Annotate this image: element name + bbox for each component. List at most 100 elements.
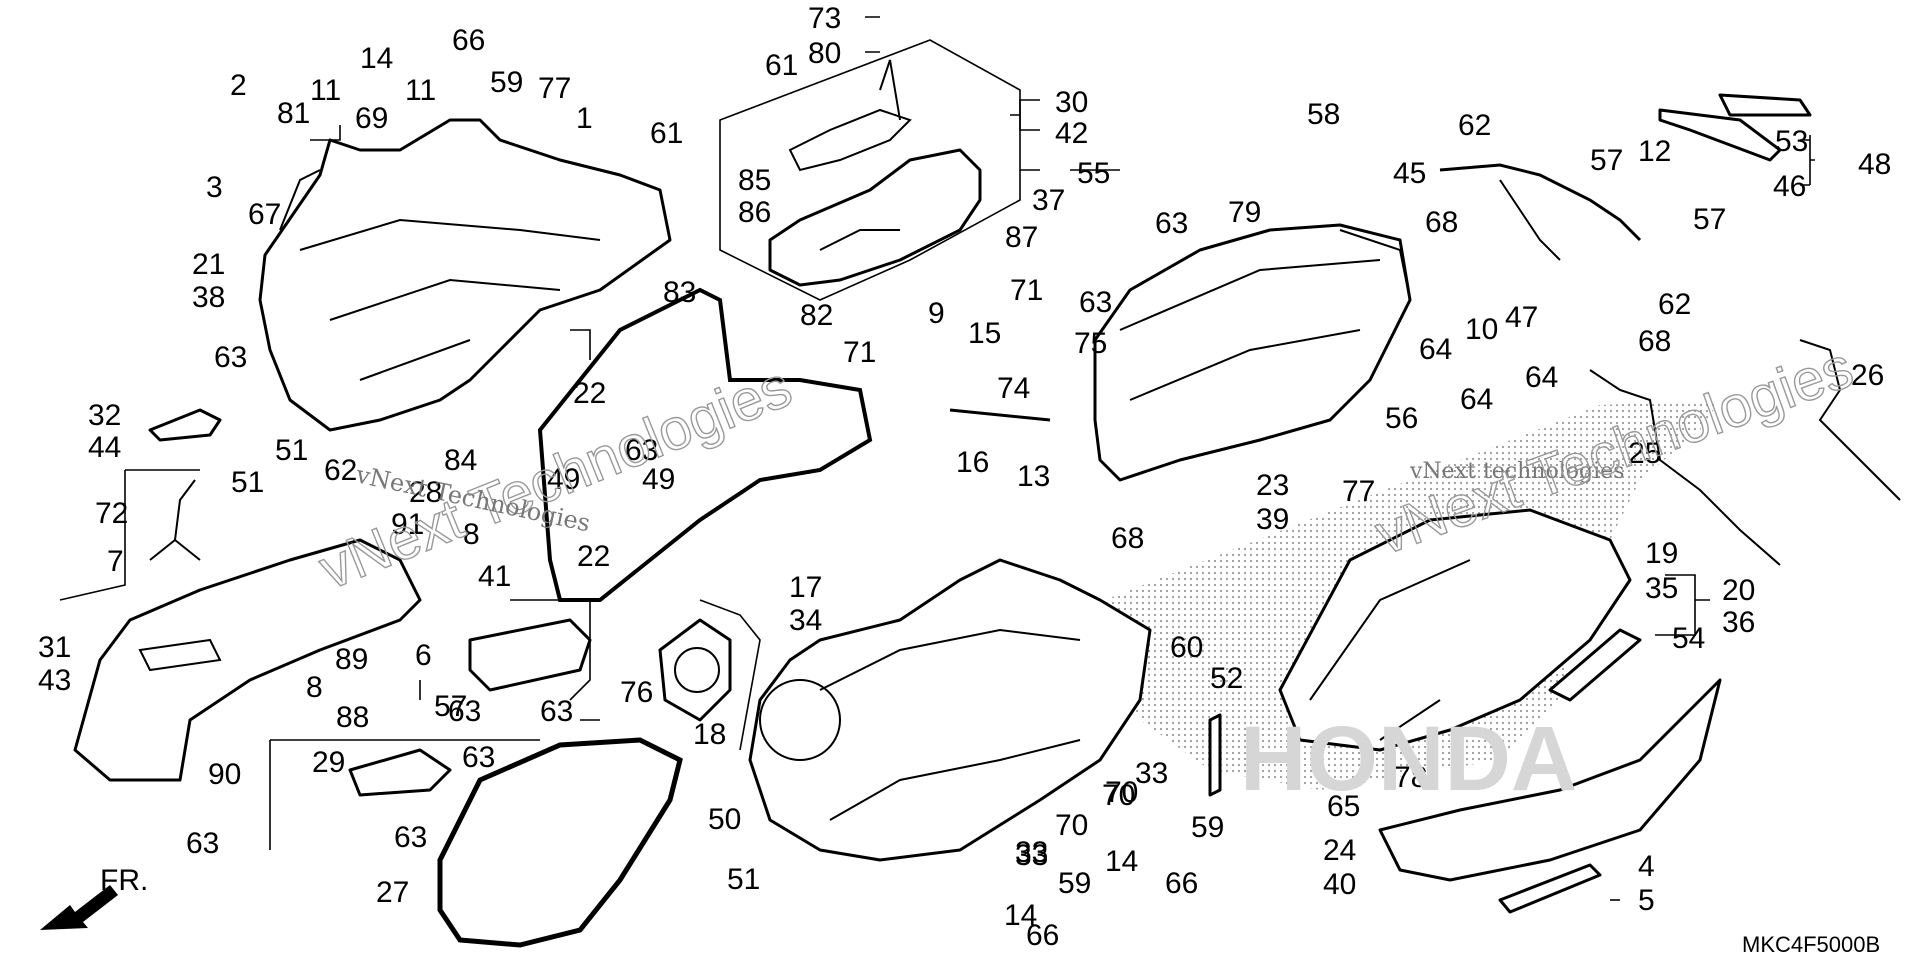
callout-27: 27: [376, 876, 409, 909]
callout-71: 71: [1010, 274, 1043, 307]
leader-lines: [59, 16, 1815, 901]
callout-81: 81: [277, 97, 310, 130]
callout-76: 76: [620, 676, 653, 709]
callout-13: 13: [1017, 460, 1050, 493]
callout-50: 50: [708, 803, 741, 836]
callout-78: 78: [1394, 761, 1427, 794]
part-emblem-53: [1718, 93, 1812, 117]
callout-52: 52: [1210, 662, 1243, 695]
callout-37: 37: [1032, 184, 1065, 217]
callout-61: 61: [650, 117, 683, 150]
callout-62: 62: [1458, 109, 1491, 142]
watermark-text-4: vNext Technologies: [1367, 334, 1861, 567]
callout-84: 84: [444, 444, 477, 477]
callout-46: 46: [1773, 170, 1806, 203]
callout-83: 83: [663, 276, 696, 309]
part-trim-46: [1658, 108, 1782, 162]
callout-57: 57: [1590, 144, 1623, 177]
callout-3: 3: [206, 171, 223, 204]
callout-24: 24: [1323, 834, 1356, 867]
callout-21: 21: [192, 248, 225, 281]
callout-64: 64: [1460, 383, 1493, 416]
callout-36: 36: [1722, 606, 1755, 639]
callout-8: 8: [463, 518, 480, 551]
brand-watermark: HONDA: [1240, 708, 1577, 810]
direction-label: FR.: [100, 864, 148, 897]
callout-61: 61: [765, 49, 798, 82]
callout-63: 63: [462, 741, 495, 774]
callout-53: 53: [1775, 125, 1808, 158]
part-lock-mechanism: [768, 59, 982, 287]
callout-14: 14: [1004, 899, 1037, 932]
callout-79: 79: [1228, 196, 1261, 229]
callout-22: 22: [573, 377, 606, 410]
callout-14: 14: [360, 42, 393, 75]
direction-arrow-fr: FR.: [40, 864, 148, 930]
callout-12: 12: [1638, 135, 1671, 168]
callout-11: 11: [310, 74, 341, 107]
callout-47: 47: [1505, 301, 1538, 334]
callout-25: 25: [1628, 437, 1661, 470]
callout-68: 68: [1111, 522, 1144, 555]
callout-14: 14: [1105, 845, 1138, 878]
group-frame-mechanism: [719, 39, 1021, 301]
callout-74: 74: [997, 372, 1030, 405]
callout-59: 59: [1191, 811, 1224, 844]
part-inner-cover-left: [73, 538, 422, 782]
callout-68: 68: [1638, 325, 1671, 358]
callout-33: 33: [1015, 839, 1048, 872]
callout-42: 42: [1055, 117, 1088, 150]
callout-57: 57: [1693, 203, 1726, 236]
callout-91: 91: [391, 508, 424, 541]
callout-43: 43: [38, 664, 71, 697]
callout-45: 45: [1393, 157, 1426, 190]
callout-49: 49: [642, 463, 675, 496]
part-seal-27: [437, 737, 683, 948]
callout-6: 6: [415, 639, 432, 672]
part-plate-41: [468, 618, 592, 692]
callout-33: 33: [1015, 836, 1048, 869]
callout-64: 64: [1419, 333, 1452, 366]
callout-32: 32: [88, 399, 121, 432]
part-emblem-4: [1498, 863, 1602, 914]
callout-59: 59: [1058, 867, 1091, 900]
callout-63: 63: [214, 341, 247, 374]
callout-44: 44: [88, 431, 121, 464]
callout-69: 69: [355, 102, 388, 135]
part-cable-26: [1799, 339, 1901, 501]
callout-62: 62: [324, 454, 357, 487]
callout-90: 90: [208, 758, 241, 791]
callout-33: 33: [1135, 757, 1168, 790]
callout-63: 63: [540, 695, 573, 728]
callout-70: 70: [1105, 776, 1138, 809]
callout-63: 63: [625, 434, 658, 467]
callout-51: 51: [727, 863, 760, 896]
callout-8: 8: [306, 671, 323, 704]
part-emblem-54: [1548, 628, 1642, 702]
callout-73: 73: [808, 2, 841, 35]
callout-75: 75: [1074, 327, 1107, 360]
callout-11: 11: [405, 74, 436, 107]
part-cap-32: [148, 408, 222, 442]
callout-49: 49: [547, 463, 580, 496]
callout-17: 17: [789, 571, 822, 604]
callout-63: 63: [448, 695, 481, 728]
callout-51: 51: [275, 434, 308, 467]
callout-54: 54: [1672, 622, 1705, 655]
callout-9: 9: [928, 297, 945, 330]
callout-55: 55: [1077, 157, 1110, 190]
callout-72: 72: [95, 497, 128, 530]
part-harness-7: [149, 479, 201, 561]
part-rod-16: [949, 408, 1051, 422]
callout-18: 18: [693, 718, 726, 751]
part-side-pocket-right: [1278, 508, 1632, 752]
watermark-text-3: vNext technologies: [1409, 459, 1624, 484]
callout-19: 19: [1645, 537, 1678, 570]
callout-58: 58: [1307, 98, 1340, 131]
part-luggage-box-center: [748, 558, 1152, 862]
callout-39: 39: [1256, 503, 1289, 536]
callout-57: 57: [434, 690, 467, 723]
callout-29: 29: [312, 746, 345, 779]
part-luggage-box-right: [1093, 223, 1412, 482]
callout-30: 30: [1055, 86, 1088, 119]
